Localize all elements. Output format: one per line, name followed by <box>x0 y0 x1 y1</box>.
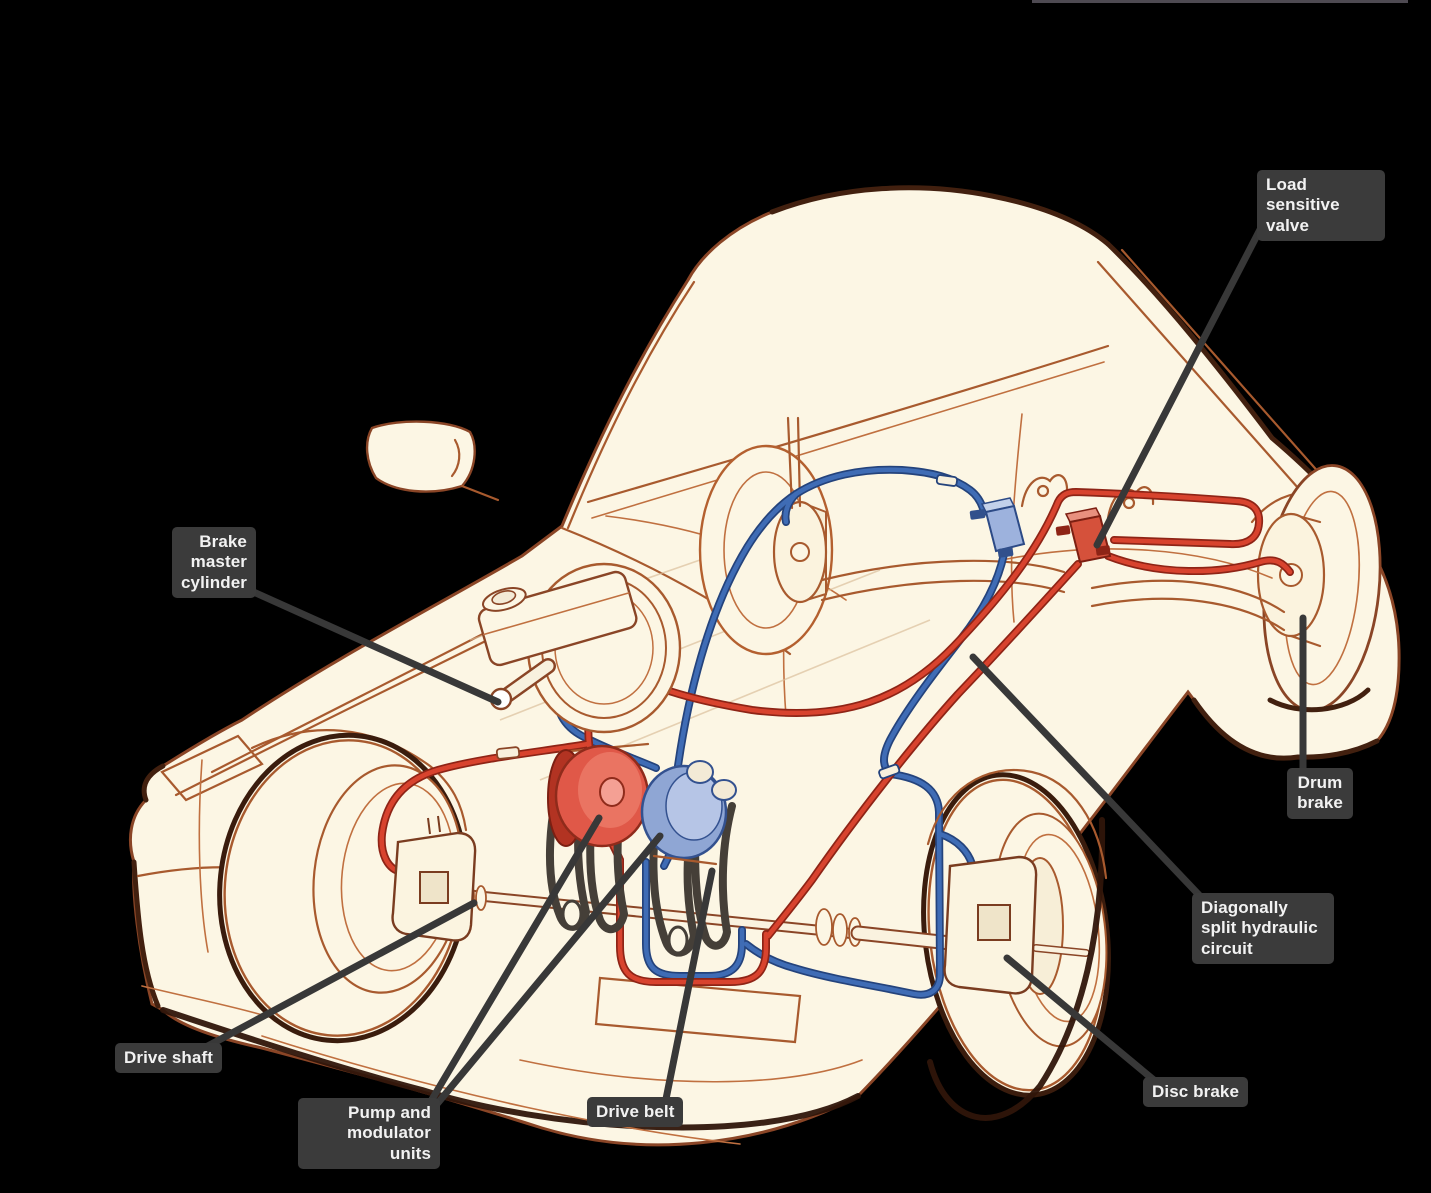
leader-pump-blue <box>433 832 664 1108</box>
image-edge-sliver <box>1032 0 1408 3</box>
label-disc-brake: Disc brake <box>1143 1077 1248 1108</box>
leader-lines <box>202 214 1307 1108</box>
label-diagonally-split-hydraulic-circuit: Diagonally split hydraulic circuit <box>1192 893 1334 965</box>
label-drive-belt: Drive belt <box>587 1097 684 1128</box>
load-sensitive-valve-blue <box>969 497 1026 558</box>
leader-drive-belt <box>662 867 716 1103</box>
label-load-sensitive-valve: Load sensitive valve <box>1257 170 1385 242</box>
leader-disc-brake <box>1003 954 1159 1085</box>
leader-pump-red <box>427 814 603 1105</box>
rear-left-wheel <box>698 416 834 656</box>
side-mirror <box>365 420 500 502</box>
label-drive-shaft: Drive shaft <box>115 1043 222 1074</box>
leader-brake-master-cylinder <box>243 585 502 706</box>
label-pump-and-modulator-units: Pump and modulator units <box>298 1098 440 1170</box>
leader-drive-shaft <box>202 899 478 1051</box>
front-left-wheel <box>217 732 469 1044</box>
front-right-wheel-shadow <box>927 817 1106 1121</box>
front-right-wheel-arch <box>926 768 1108 880</box>
brake-master-cylinder-art <box>477 562 682 734</box>
pipe-unions <box>495 474 958 780</box>
label-drum-brake: Drum brake <box>1287 768 1353 819</box>
leader-diagonally-split <box>969 653 1204 900</box>
leader-load-sensitive-valve <box>1093 214 1270 549</box>
label-brake-master-cylinder: Brake master cylinder <box>172 527 256 599</box>
load-sensitive-valve-red <box>1055 507 1112 564</box>
pump-modulator-red <box>547 742 650 848</box>
